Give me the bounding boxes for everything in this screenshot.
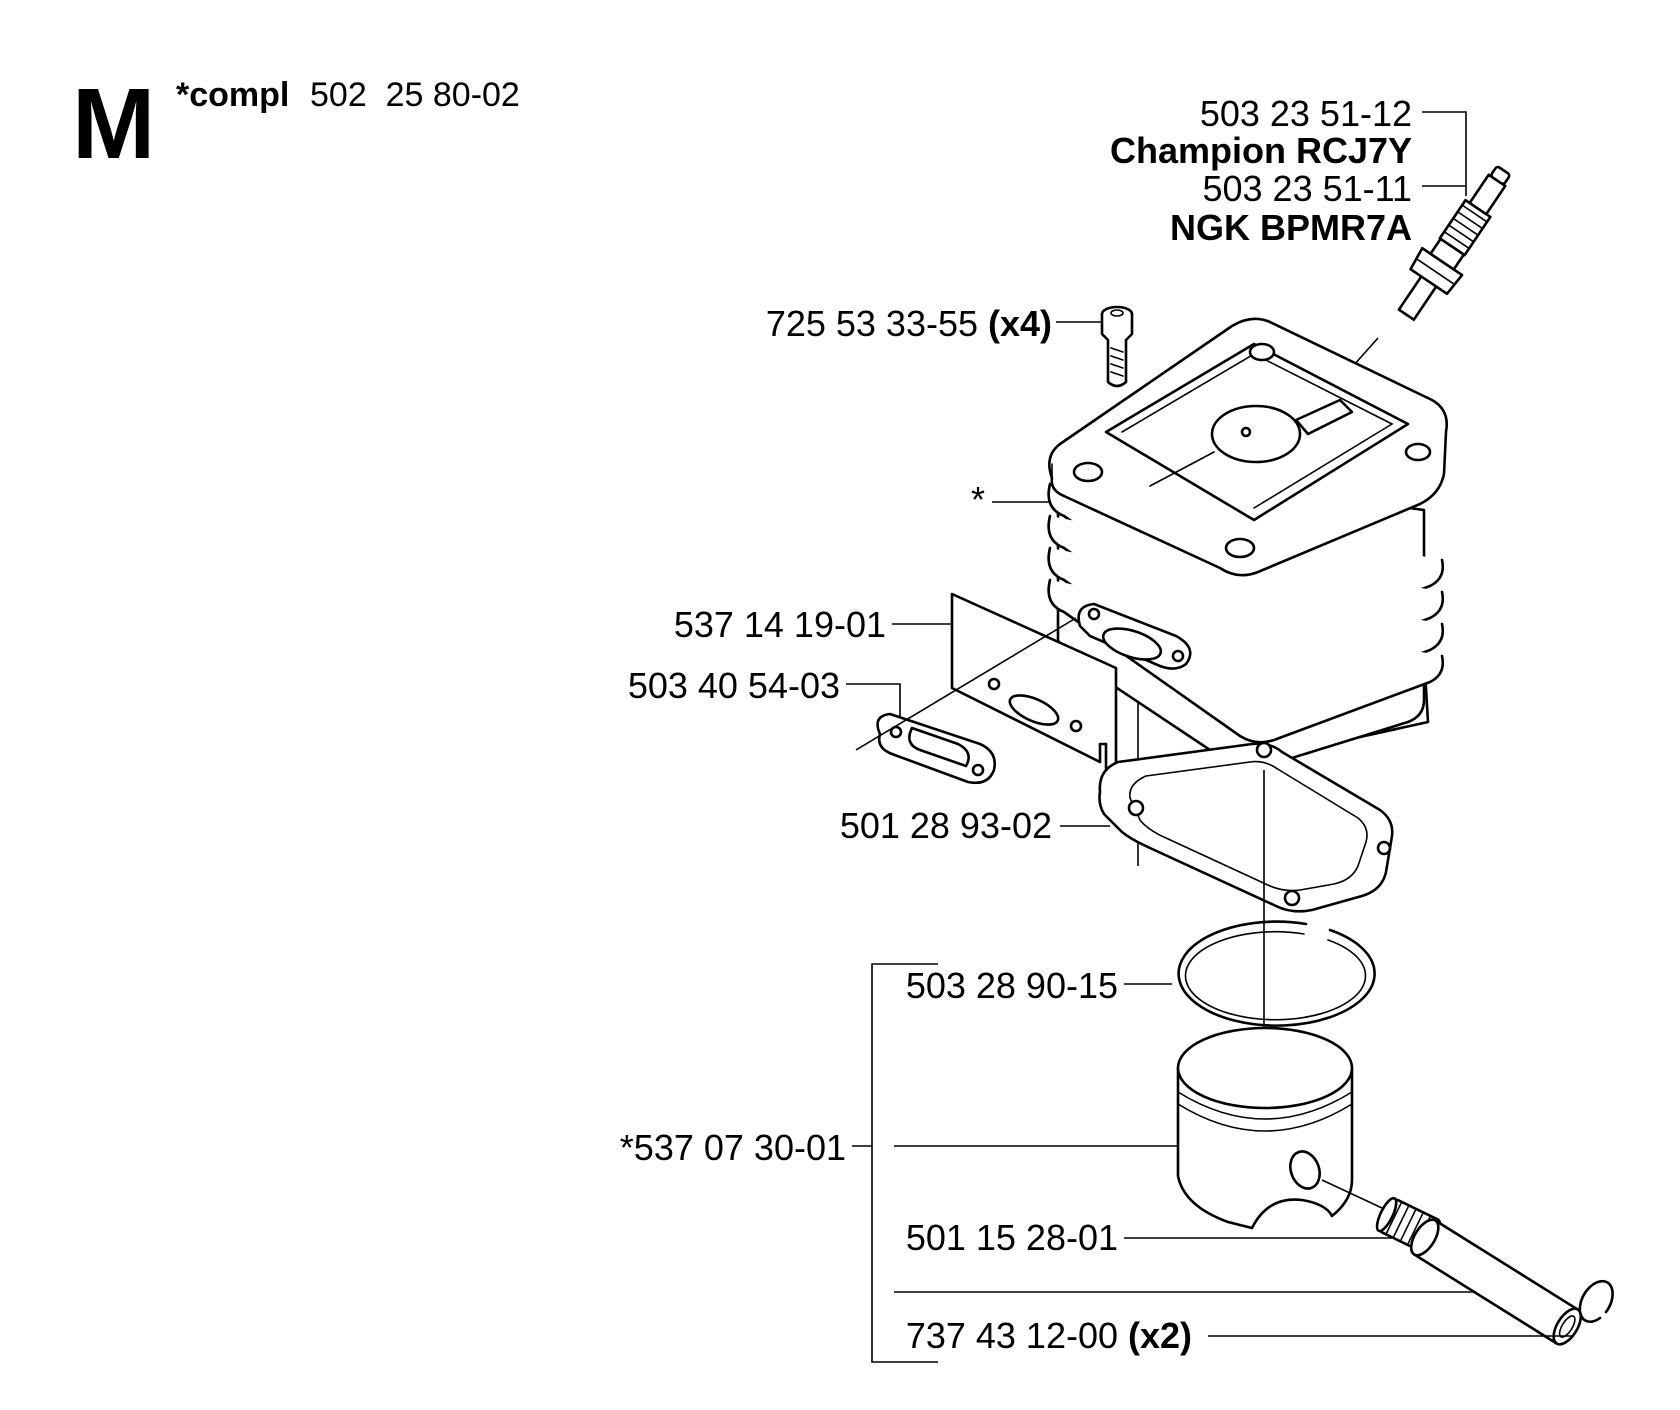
spark-plug-1-name: Champion RCJ7Y <box>1110 130 1412 171</box>
cylinder-mark: * <box>971 479 985 520</box>
muffler-axis <box>855 617 1077 751</box>
plate-number: 537 14 19-01 <box>674 604 886 645</box>
plate-icon <box>950 592 1118 774</box>
screw-number: 725 53 33-55 <box>766 303 978 344</box>
cylinder-icon <box>1047 317 1448 770</box>
piston-kit-number: *537 07 30-01 <box>620 1127 846 1168</box>
piston-kit-bracket <box>852 963 938 1363</box>
spark-plug-1-number: 503 23 51-12 <box>1200 93 1412 134</box>
cylinder-gasket-number: 501 28 93-02 <box>840 805 1052 846</box>
kit-prefix: *compl <box>176 76 289 114</box>
spark-plug-2-name: NGK BPMR7A <box>1170 207 1412 248</box>
screw-icon <box>1100 305 1134 388</box>
circlip-number: 737 43 12-00 <box>906 1315 1118 1356</box>
pin-axis <box>1321 1179 1383 1209</box>
cylinder-gasket-icon <box>1098 741 1394 913</box>
muffler-gasket-number: 503 40 54-03 <box>628 665 840 706</box>
circlip-icon <box>1578 1279 1614 1323</box>
circlip-qty: (x2) <box>1128 1315 1192 1356</box>
screw-qty: (x4) <box>988 303 1052 344</box>
piston-icon <box>1176 1026 1354 1230</box>
section-letter: M <box>72 68 155 180</box>
piston-pin-icon <box>1409 1218 1583 1346</box>
spark-plug-leader <box>1422 111 1467 196</box>
spark-plug-2-number: 503 23 51-11 <box>1202 168 1412 209</box>
muffler-gasket-leader <box>846 683 901 716</box>
muffler-gasket-icon <box>876 712 996 785</box>
piston-ring-number: 503 28 90-15 <box>906 965 1118 1006</box>
spark-plug-icon <box>1397 165 1511 321</box>
piston-ring-icon <box>1177 920 1376 1027</box>
kit-number: 502 25 80-02 <box>310 76 520 114</box>
needle-bearing-number: 501 15 28-01 <box>906 1217 1118 1258</box>
